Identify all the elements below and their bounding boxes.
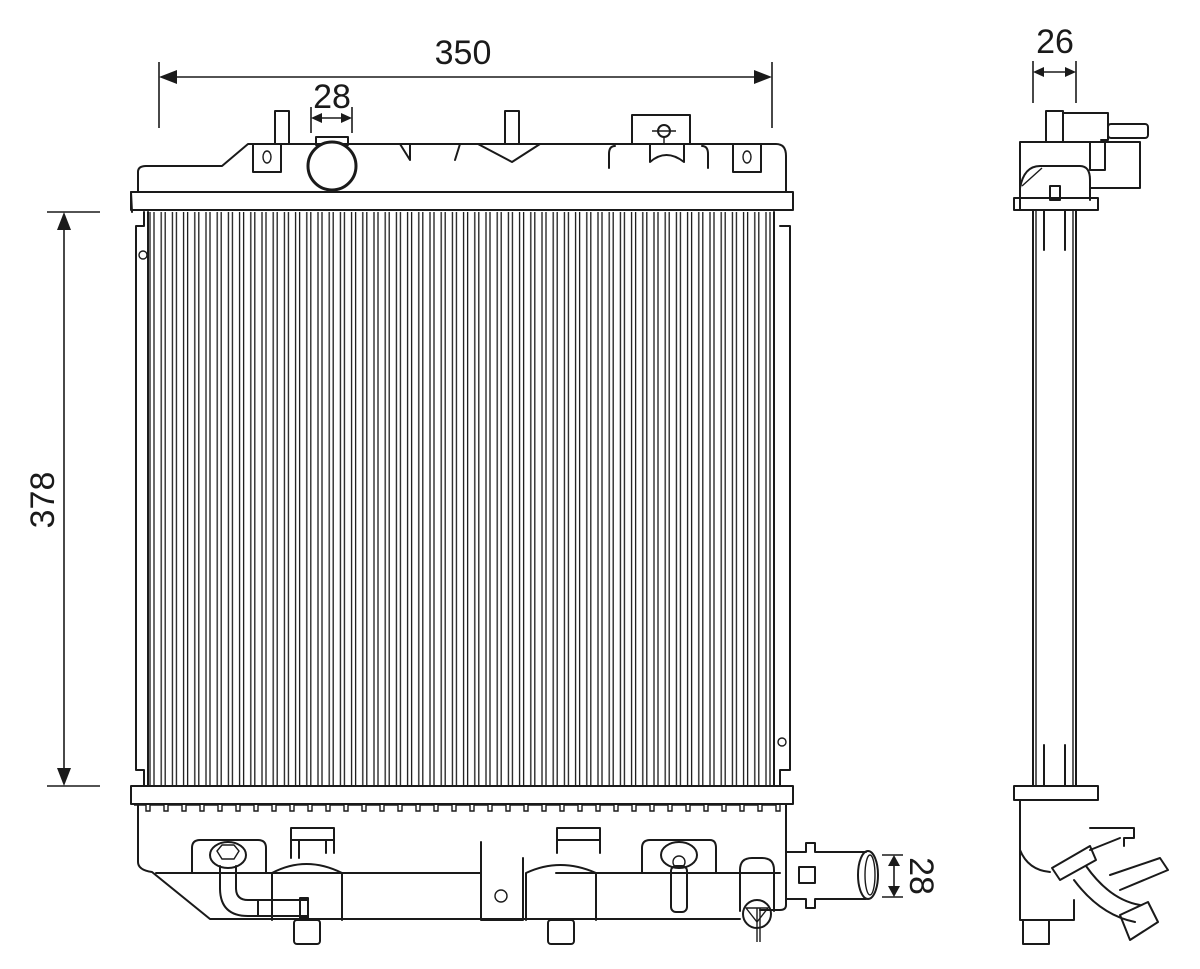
mount-bracket-right-icon: [732, 143, 762, 173]
side-view: 26: [1013, 23, 1169, 945]
drain-plug-icon: [739, 857, 775, 942]
dimension-height: 378: [24, 211, 100, 787]
mount-bracket-left-icon: [252, 143, 282, 173]
dimension-outlet-label: 28: [902, 857, 940, 895]
dimension-outlet: 28: [882, 854, 940, 898]
dimension-core-depth-label: 26: [1036, 23, 1074, 61]
dimension-height-label: 378: [24, 472, 62, 529]
bottom-right-fitting-icon: [641, 839, 717, 913]
filler-neck-icon: [306, 136, 358, 192]
radiator-core: [135, 211, 791, 786]
dimension-filler-neck-label: 28: [313, 78, 351, 116]
outlet-pipe-icon: [785, 842, 879, 909]
bottom-left-fitting-icon: [191, 839, 309, 919]
dimension-filler-neck: 28: [310, 78, 353, 133]
top-tank: [130, 110, 794, 213]
dimension-width: 350: [158, 34, 773, 128]
dimension-width-label: 350: [435, 34, 492, 72]
dimension-core-depth: 26: [1032, 23, 1077, 103]
bottom-tank: [130, 785, 879, 945]
cap-housing-icon: [631, 114, 691, 163]
